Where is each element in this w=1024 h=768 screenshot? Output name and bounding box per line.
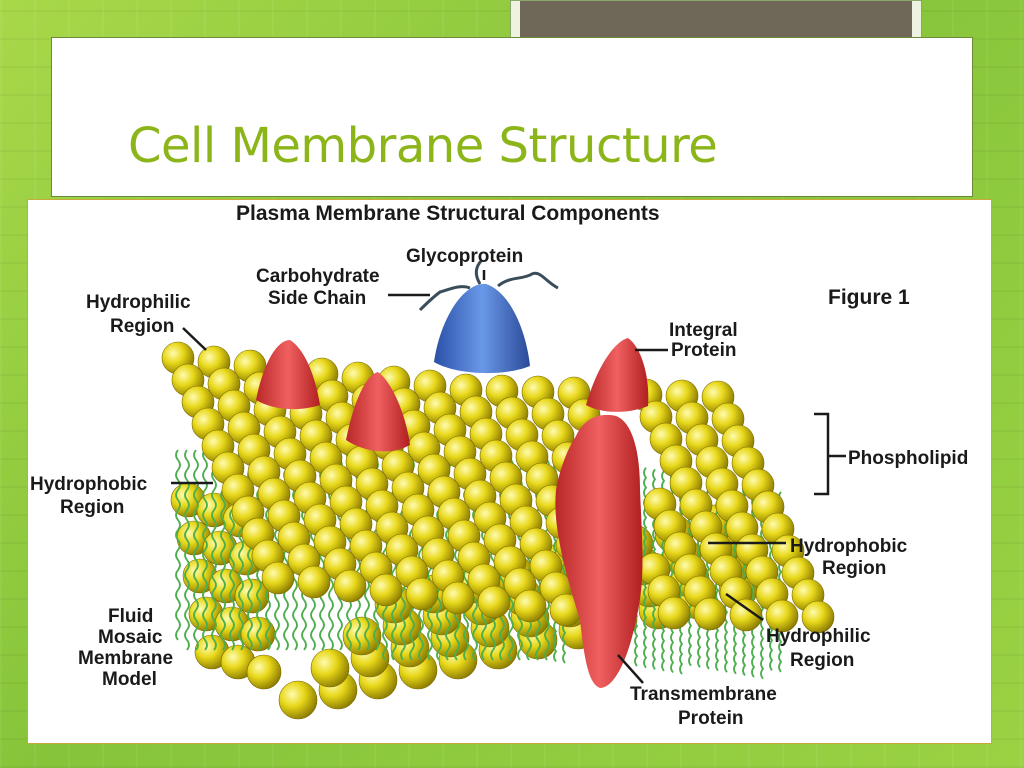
lipid-head [297,565,331,599]
label-hydrophilic-top-line1: Hydrophilic [86,292,191,313]
carbohydrate-chain-left [418,285,471,312]
label-integral-line2: Protein [671,340,736,361]
carbohydrate-chain-top [474,258,484,285]
lipid-head [342,616,382,656]
label-hydrophilic-bottom-line1: Hydrophilic [766,626,871,647]
label-carbohydrate-line2: Side Chain [268,288,366,309]
transmembrane-protein [555,414,643,688]
lipid-head [693,597,727,631]
lipid-head [801,600,835,634]
title-panel [51,37,973,197]
label-integral-line1: Integral [669,320,738,341]
label-fluid-line4: Model [102,669,157,690]
lipid-head [246,654,282,690]
label-hydrophobic-right-line2: Region [822,558,886,579]
label-hydrophilic-bottom-line2: Region [790,650,854,671]
label-hydrophobic-left-line2: Region [60,497,124,518]
label-hydrophobic-left-line1: Hydrophobic [30,474,148,495]
lipid-head [477,585,511,619]
lipid-head [729,598,763,632]
label-glycoprotein: Glycoprotein [406,246,523,267]
lipid-tail [175,449,181,641]
lipid-head [310,648,350,688]
label-carbohydrate-line1: Carbohydrate [256,266,380,287]
lipid-head [765,599,799,633]
lipid-tail [211,449,217,651]
label-hydrophilic-top-line2: Region [110,316,174,337]
label-transmembrane-line2: Protein [678,708,743,729]
integral-protein [586,338,649,412]
leader-lines [171,270,846,684]
membrane-figure: Plasma Membrane Structural Components Fi… [27,199,992,744]
lipid-head [333,569,367,603]
lipid-head [278,680,318,720]
label-phospholipid: Phospholipid [848,448,968,469]
slide-title: Cell Membrane Structure [128,118,718,174]
figure-number: Figure 1 [828,286,910,309]
lipid-head [405,577,439,611]
peripheral-protein-middle [346,372,410,452]
glycoprotein [434,283,530,374]
label-transmembrane-line1: Transmembrane [630,684,777,705]
figure-heading: Plasma Membrane Structural Components [236,202,660,225]
label-hydrophobic-right-line1: Hydrophobic [790,536,908,557]
lipid-head [441,581,475,615]
lipid-head [657,596,691,630]
label-fluid-line2: Mosaic [98,627,163,648]
lipid-head [261,561,295,595]
carbohydrate-chain-right [497,271,559,290]
peripheral-protein-left [256,340,320,410]
membrane-diagram: Plasma Membrane Structural Components Fi… [30,202,968,729]
label-fluid-line1: Fluid [108,606,153,627]
label-fluid-line3: Membrane [78,648,173,669]
lipid-head [513,589,547,623]
lipid-head [369,573,403,607]
